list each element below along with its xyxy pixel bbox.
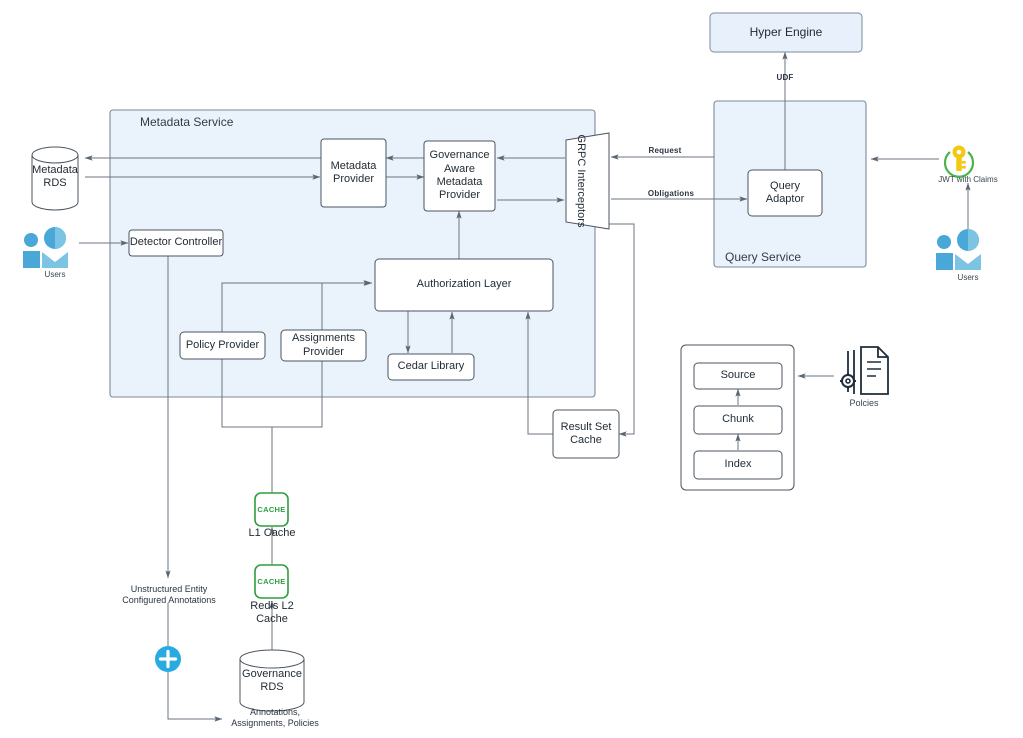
node-index[interactable]	[693, 450, 783, 480]
node-policy-provider[interactable]	[179, 331, 266, 360]
node-hyper-engine[interactable]	[709, 12, 863, 53]
node-chunk[interactable]	[693, 405, 783, 435]
node-redis-l2-cache[interactable]	[254, 564, 289, 599]
icon-policies-document	[840, 346, 889, 395]
node-source[interactable]	[693, 362, 783, 390]
edge-grpc-to-result-set-cache	[609, 223, 635, 437]
icon-users-left	[23, 227, 68, 268]
node-governance-rds	[239, 649, 305, 712]
node-metadata-provider[interactable]	[320, 138, 387, 208]
icon-jwt-key	[943, 145, 975, 178]
edge-annotations-to-plus	[167, 603, 223, 722]
node-result-set-cache[interactable]	[552, 409, 620, 459]
node-grpc-interceptors[interactable]	[565, 132, 610, 230]
edge-assignments-provider-to-authorization	[321, 280, 372, 330]
node-detector-controller[interactable]	[128, 229, 224, 257]
node-governance-aware-metadata-provider[interactable]	[423, 140, 496, 212]
node-query-adaptor[interactable]	[747, 169, 823, 217]
node-l1-cache[interactable]	[254, 492, 289, 527]
node-metadata-rds	[31, 146, 79, 211]
node-authorization-layer[interactable]	[374, 258, 554, 312]
icon-plus-circle[interactable]	[155, 646, 181, 672]
edge-result-set-cache-to-authorization	[525, 311, 553, 435]
icon-users-right	[936, 229, 981, 270]
node-assignments-provider[interactable]	[280, 329, 367, 362]
node-cedar-library[interactable]	[387, 353, 475, 381]
